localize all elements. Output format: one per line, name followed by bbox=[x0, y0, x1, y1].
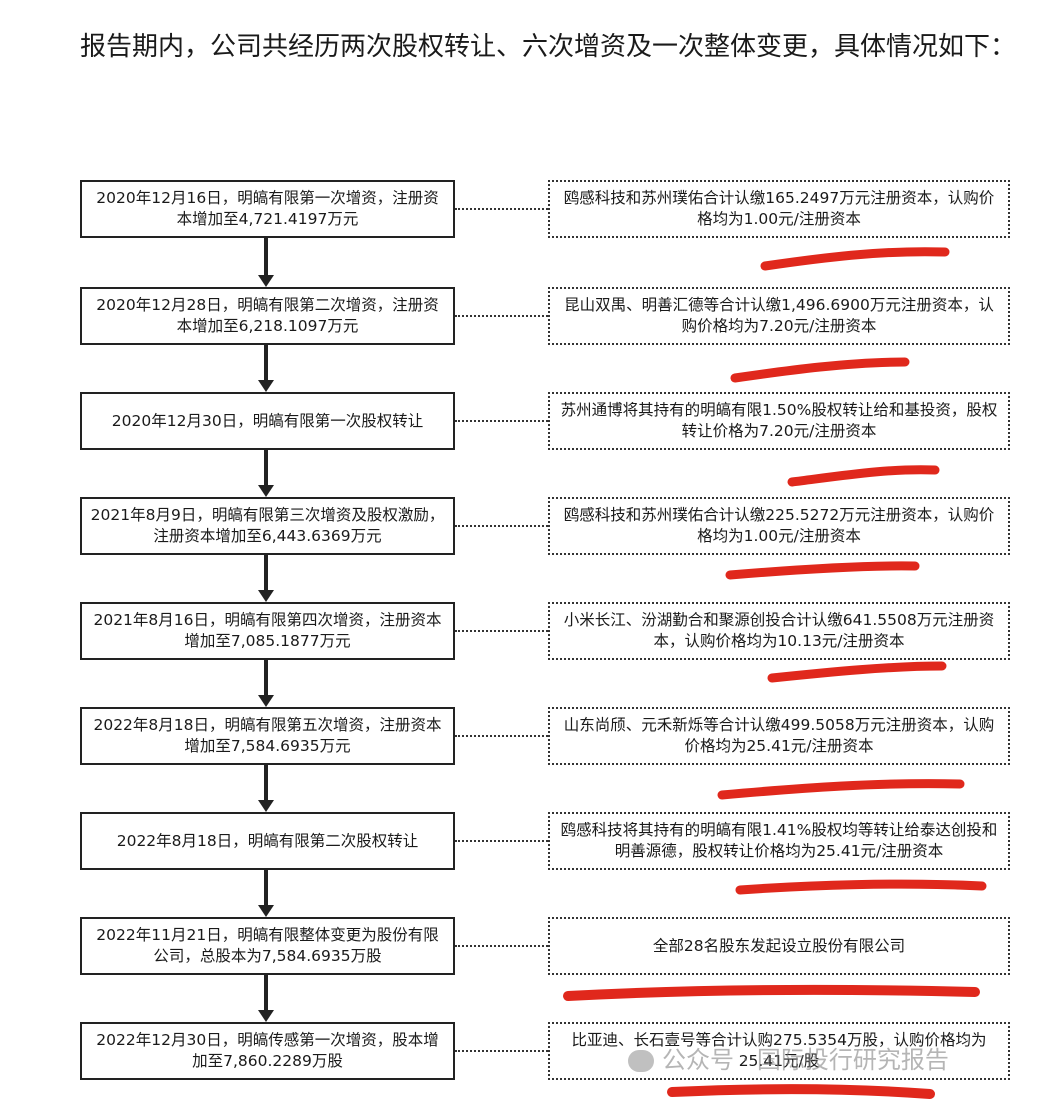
detail-box: 山东尚颀、元禾新烁等合计认缴499.5058万元注册资本，认购价格均为25.41… bbox=[548, 707, 1010, 765]
dotted-connector bbox=[455, 735, 548, 737]
detail-box: 苏州通博将其持有的明皜有限1.50%股权转让给和基投资，股权转让价格为7.20元… bbox=[548, 392, 1010, 450]
dotted-connector bbox=[455, 840, 548, 842]
down-arrow-icon bbox=[258, 450, 274, 497]
dotted-connector bbox=[455, 1050, 548, 1052]
dotted-connector bbox=[455, 315, 548, 317]
down-arrow-icon bbox=[258, 555, 274, 602]
detail-box: 鸥感科技和苏州璞佑合计认缴225.5272万元注册资本，认购价格均为1.00元/… bbox=[548, 497, 1010, 555]
detail-box: 鸥感科技将其持有的明皜有限1.41%股权均等转让给泰达创投和明善源德，股权转让价… bbox=[548, 812, 1010, 870]
watermark: 公众号 · 国际投行研究报告 bbox=[628, 1040, 949, 1075]
down-arrow-icon bbox=[258, 975, 274, 1022]
red-annotation-stroke bbox=[760, 247, 950, 271]
red-annotation-stroke bbox=[735, 879, 987, 895]
down-arrow-icon bbox=[258, 660, 274, 707]
event-box: 2021年8月9日，明皜有限第三次增资及股权激励，注册资本增加至6,443.63… bbox=[80, 497, 455, 555]
down-arrow-icon bbox=[258, 765, 274, 812]
red-annotation-stroke bbox=[725, 561, 920, 580]
dotted-connector bbox=[455, 630, 548, 632]
event-box: 2022年12月30日，明皜传感第一次增资，股本增加至7,860.2289万股 bbox=[80, 1022, 455, 1080]
event-box: 2021年8月16日，明皜有限第四次增资，注册资本增加至7,085.1877万元 bbox=[80, 602, 455, 660]
red-annotation-stroke bbox=[717, 779, 965, 800]
red-annotation-stroke bbox=[667, 1084, 935, 1099]
intro-paragraph: 报告期内，公司共经历两次股权转让、六次增资及一次整体变更，具体情况如下： bbox=[80, 32, 1017, 62]
detail-box: 昆山双禺、明善汇德等合计认缴1,496.6900万元注册资本，认购价格均为7.2… bbox=[548, 287, 1010, 345]
detail-box: 小米长江、汾湖勤合和聚源创投合计认缴641.5508万元注册资本，认购价格均为1… bbox=[548, 602, 1010, 660]
dotted-connector bbox=[455, 525, 548, 527]
detail-box: 比亚迪、长石壹号等合计认购275.5354万股，认购价格均为25.41元/股 bbox=[548, 1022, 1010, 1080]
event-box: 2022年8月18日，明皜有限第二次股权转让 bbox=[80, 812, 455, 870]
event-box: 2020年12月28日，明皜有限第二次增资，注册资本增加至6,218.1097万… bbox=[80, 287, 455, 345]
dotted-connector bbox=[455, 208, 548, 210]
event-box: 2022年8月18日，明皜有限第五次增资，注册资本增加至7,584.6935万元 bbox=[80, 707, 455, 765]
event-box: 2020年12月30日，明皜有限第一次股权转让 bbox=[80, 392, 455, 450]
detail-box: 鸥感科技和苏州璞佑合计认缴165.2497万元注册资本，认购价格均为1.00元/… bbox=[548, 180, 1010, 238]
down-arrow-icon bbox=[258, 345, 274, 392]
event-box: 2020年12月16日，明皜有限第一次增资，注册资本增加至4,721.4197万… bbox=[80, 180, 455, 238]
down-arrow-icon bbox=[258, 870, 274, 917]
red-annotation-stroke bbox=[730, 357, 910, 383]
wechat-icon bbox=[628, 1050, 654, 1072]
detail-box: 全部28名股东发起设立股份有限公司 bbox=[548, 917, 1010, 975]
red-annotation-stroke bbox=[787, 465, 940, 487]
watermark-text: 公众号 · 国际投行研究报告 bbox=[662, 1046, 949, 1074]
event-box: 2022年11月21日，明皜有限整体变更为股份有限公司，总股本为7,584.69… bbox=[80, 917, 455, 975]
dotted-connector bbox=[455, 420, 548, 422]
down-arrow-icon bbox=[258, 238, 274, 287]
dotted-connector bbox=[455, 945, 548, 947]
red-annotation-stroke bbox=[767, 661, 947, 683]
red-annotation-stroke bbox=[563, 984, 980, 1001]
